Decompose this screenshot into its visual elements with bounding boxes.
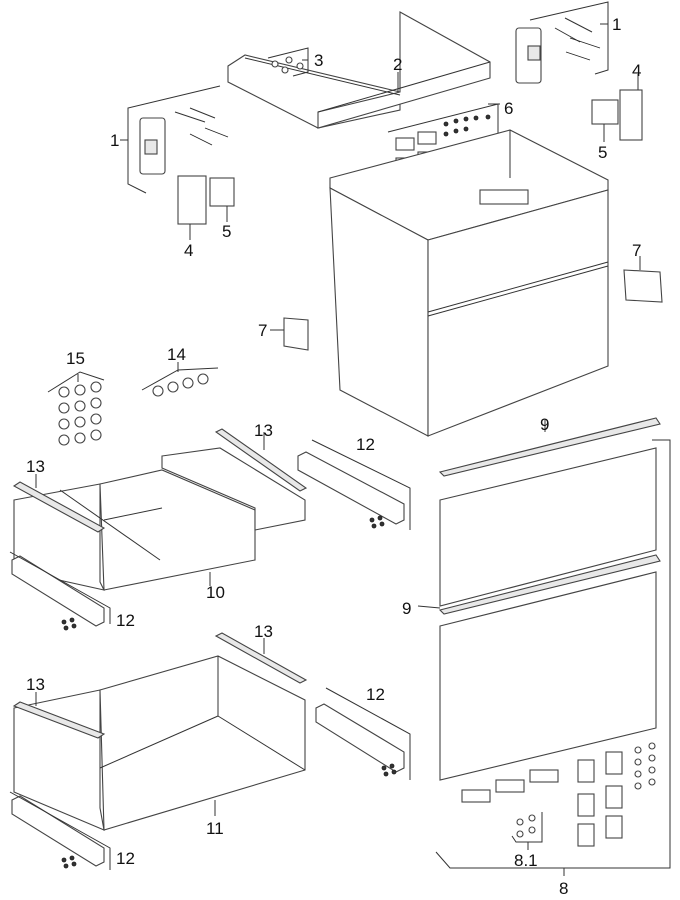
part-frame-bracket [227,11,491,129]
part-rail-13-upper [12,428,308,533]
callout-8: 8 [559,879,568,898]
callout-5-left: 5 [222,222,231,241]
callout-5-right: 5 [598,143,607,162]
part-caps-15 [47,371,105,446]
part-runner-12-lower-right [315,687,411,780]
callout-labels: 3 2 1 4 5 6 1 4 5 7 7 15 14 13 13 12 9 1… [26,15,641,898]
part-drawer-lower [13,655,306,831]
callout-9-upper: 9 [540,415,549,434]
callout-10: 10 [206,583,225,602]
callout-11: 11 [206,819,224,838]
callout-12-upper-left: 12 [116,611,135,630]
callout-15: 15 [66,349,85,368]
callout-6: 6 [504,99,513,118]
callout-8-1: 8.1 [514,851,538,870]
part-corner-bracket-left [270,317,309,351]
callout-3: 3 [314,51,323,70]
part-runner-12-lower-left [9,791,111,870]
part-runner-12-upper-right [297,439,411,530]
callout-1-right: 1 [612,15,621,34]
callout-9-lower: 9 [402,599,411,618]
callout-13-upper-left: 13 [26,457,45,476]
part-front-panels [435,417,671,876]
part-cabinet-body [329,129,609,437]
callout-13-lower-left: 13 [26,675,45,694]
part-wall-bracket-left [127,85,229,194]
part-rail-13-lower [12,632,308,739]
leader-lines [77,23,608,609]
callout-12-lower-right: 12 [366,685,385,704]
callout-2: 2 [393,55,402,74]
callout-7-right: 7 [632,241,641,260]
callout-1-left: 1 [110,131,119,150]
part-corner-bracket-right [623,256,663,303]
part-hinge-right [591,74,643,142]
part-runner-12-upper-left [9,551,111,631]
callout-12-lower-left: 12 [116,849,135,868]
callout-4-left: 4 [184,241,193,260]
part-caps-14 [141,367,219,397]
callout-7-left: 7 [258,321,267,340]
callout-14: 14 [167,345,186,364]
part-hinge-left [177,175,235,240]
callout-12-upper-right: 12 [356,435,375,454]
callout-4-right: 4 [632,61,641,80]
callout-13-lower-right: 13 [254,622,273,641]
callout-13-upper-right: 13 [254,421,273,440]
part-wall-bracket-right [515,1,609,84]
part-drawer-upper [13,447,306,591]
part-fittings-8 [461,742,656,850]
